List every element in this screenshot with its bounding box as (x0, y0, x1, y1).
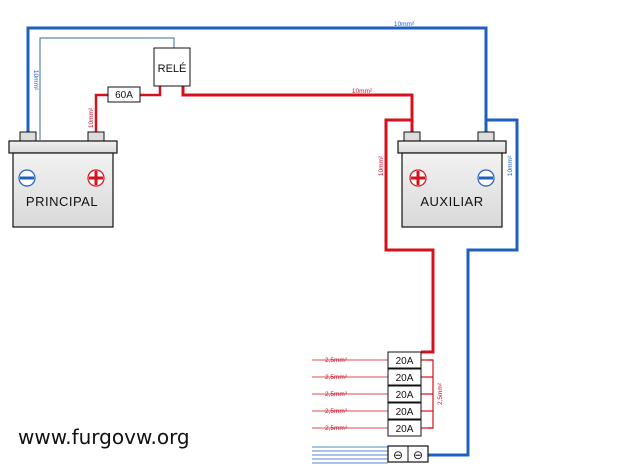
red-wire-fuse-to-relay (140, 86, 162, 97)
wire-label-red-horizontal: 10mm² (352, 88, 373, 95)
red-wire-aux-to-fusebox (384, 118, 435, 354)
battery-principal-label: PRINCIPAL (26, 194, 98, 209)
wire-label-fuse-bus: 2,5mm² (437, 382, 444, 405)
wire-label-fuse-to-battery: 10mm² (88, 107, 95, 128)
main-fuse: 60A (107, 86, 141, 103)
wire-label-left-blue: 10mm² (32, 70, 39, 91)
red-wire-fuse-to-principal (94, 93, 108, 140)
battery-auxiliar-label: AUXILIAR (420, 194, 483, 209)
wire-label-top-blue: 10mm² (394, 21, 415, 28)
battery-principal: PRINCIPAL (8, 131, 118, 228)
fuse-output-label-5: 2,5mm² (325, 425, 348, 432)
battery-auxiliar: AUXILIAR (397, 131, 507, 228)
watermark-url: www.furgovw.org (18, 425, 190, 449)
fuse-label-3: 20A (396, 390, 414, 401)
fuse-output-label-3: 2,5mm² (325, 391, 348, 398)
fuse-label-1: 20A (396, 356, 414, 367)
wire-label-aux-blue-vertical: 10mm² (507, 155, 514, 176)
red-wire-relay-to-aux (181, 86, 414, 140)
relay-label: RELÉ (158, 62, 187, 75)
ground-terminal-block: ⊖ ⊖ (387, 445, 429, 463)
relay: RELÉ (153, 47, 191, 87)
fuse-output-label-1: 2,5mm² (325, 357, 348, 364)
fuse-output-label-4: 2,5mm² (325, 408, 348, 415)
ground-terminal-1: ⊖ (393, 448, 403, 462)
blue-wire-aux-ground (427, 118, 519, 457)
blue-wire-top (26, 26, 488, 140)
fuse-output-label-2: 2,5mm² (325, 374, 348, 381)
thin-wire-relay-coil (39, 37, 175, 140)
ground-terminal-2: ⊖ (413, 448, 423, 462)
main-fuse-label: 60A (115, 90, 133, 101)
fuse-label-4: 20A (396, 407, 414, 418)
fuse-box: 20A 20A 20A 20A 20A (387, 351, 422, 437)
fuse-label-2: 20A (396, 373, 414, 384)
wire-label-aux-red-vertical: 10mm² (378, 155, 385, 176)
fuse-label-5: 20A (396, 424, 414, 435)
